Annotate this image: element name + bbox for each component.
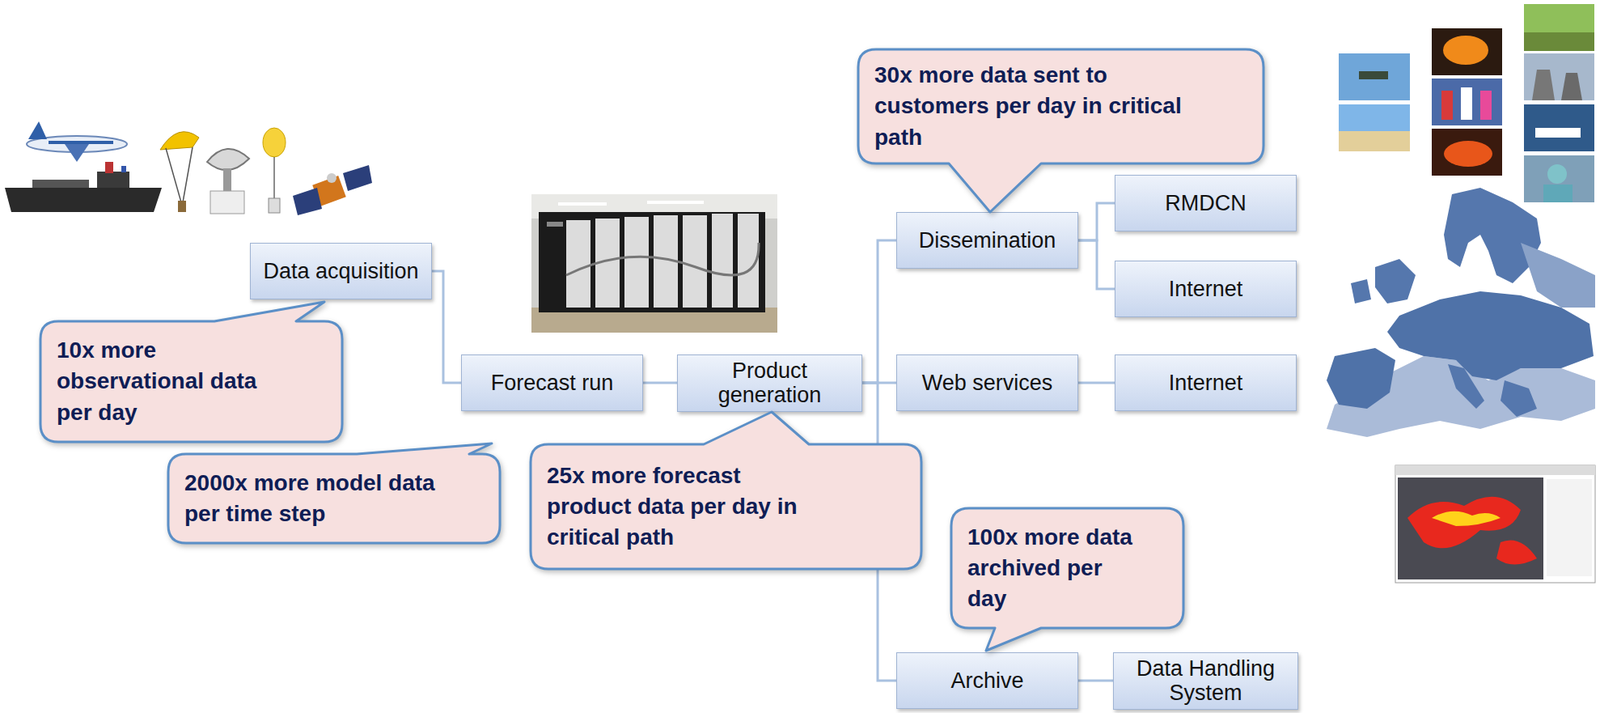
connector-line xyxy=(431,270,462,383)
box-label: Dissemination xyxy=(918,228,1057,253)
connector-line xyxy=(1078,203,1115,241)
ship-icon xyxy=(4,161,162,212)
text-group: Internet xyxy=(1162,370,1250,395)
connector-line xyxy=(1078,240,1115,289)
text-group: 25x more forecast product data per day i… xyxy=(546,460,814,553)
text-group: 100x more data archived per day xyxy=(967,521,1142,614)
text-group: Data acquisition xyxy=(256,258,425,284)
satellite-icon xyxy=(292,165,373,216)
text-group: RMDCN xyxy=(1158,190,1253,216)
callout-bubble: 30x more data sent to customers per day … xyxy=(858,49,1264,164)
process-box: RMDCN xyxy=(1114,174,1297,232)
callout-bubble: 10x more observational data per day xyxy=(40,321,343,442)
process-box: Forecast run xyxy=(461,354,644,411)
web-screenshot xyxy=(1395,465,1596,583)
callout-outline xyxy=(40,301,343,442)
text-group: Internet xyxy=(1162,276,1250,301)
radar-dish-icon xyxy=(207,148,250,214)
callout-text: 10x more observational data per day xyxy=(56,334,267,428)
connector-line xyxy=(643,381,678,385)
text-group: Dissemination xyxy=(912,228,1063,253)
process-box: Dissemination xyxy=(896,211,1079,269)
balloon-icon xyxy=(262,127,286,213)
callout-outline xyxy=(530,411,922,569)
text-group: 10x more observational data per day xyxy=(56,334,267,428)
box-label: Internet xyxy=(1168,370,1244,395)
parachute-icon xyxy=(160,131,199,212)
callout-outline xyxy=(951,507,1184,651)
airplane-icon xyxy=(26,121,127,162)
process-box: Internet xyxy=(1114,354,1297,411)
callout-bubble: 2000x more model data per time step xyxy=(168,453,500,543)
box-label: RMDCN xyxy=(1164,190,1247,216)
text-group: 30x more data sent to customers per day … xyxy=(874,59,1198,153)
box-label: Internet xyxy=(1168,276,1244,301)
photo-thumbnails xyxy=(1338,4,1595,203)
europe-map xyxy=(1326,187,1596,437)
box-label: Archive xyxy=(950,668,1024,693)
process-box: Data Handling System xyxy=(1113,651,1299,710)
callout-text: 25x more forecast product data per day i… xyxy=(546,460,814,553)
box-label: Web services xyxy=(922,370,1054,395)
process-box: Product generation xyxy=(677,354,863,412)
callout-bubble: 100x more data archived per day xyxy=(951,507,1184,628)
callout-outline xyxy=(168,443,500,543)
text-group: 2000x more model data per time step xyxy=(184,467,460,530)
callout-shape xyxy=(168,453,500,543)
callout-text: 100x more data archived per day xyxy=(967,521,1142,614)
connector-line xyxy=(1078,381,1115,385)
text-group: Data Handling System xyxy=(1113,656,1298,705)
callout-text: 30x more data sent to customers per day … xyxy=(874,59,1198,153)
callout-bubble: 25x more forecast product data per day i… xyxy=(530,444,922,569)
text-group: Archive xyxy=(943,668,1030,693)
process-box: Internet xyxy=(1114,260,1297,318)
box-label: Product generation xyxy=(684,358,856,407)
box-label: Forecast run xyxy=(491,370,614,395)
box-label: Data acquisition xyxy=(262,258,419,284)
connector-line xyxy=(1078,679,1114,682)
connector-line xyxy=(862,240,897,383)
process-box: Web services xyxy=(896,354,1079,411)
process-box: Data acquisition xyxy=(249,242,432,300)
text-group: Web services xyxy=(915,370,1060,395)
callout-text: 2000x more model data per time step xyxy=(184,467,460,530)
text-group: Product generation xyxy=(677,358,862,407)
process-box: Archive xyxy=(896,651,1079,709)
box-label: Data Handling System xyxy=(1120,656,1292,705)
text-group: Forecast run xyxy=(484,370,621,395)
supercomputer-photo xyxy=(531,194,778,333)
